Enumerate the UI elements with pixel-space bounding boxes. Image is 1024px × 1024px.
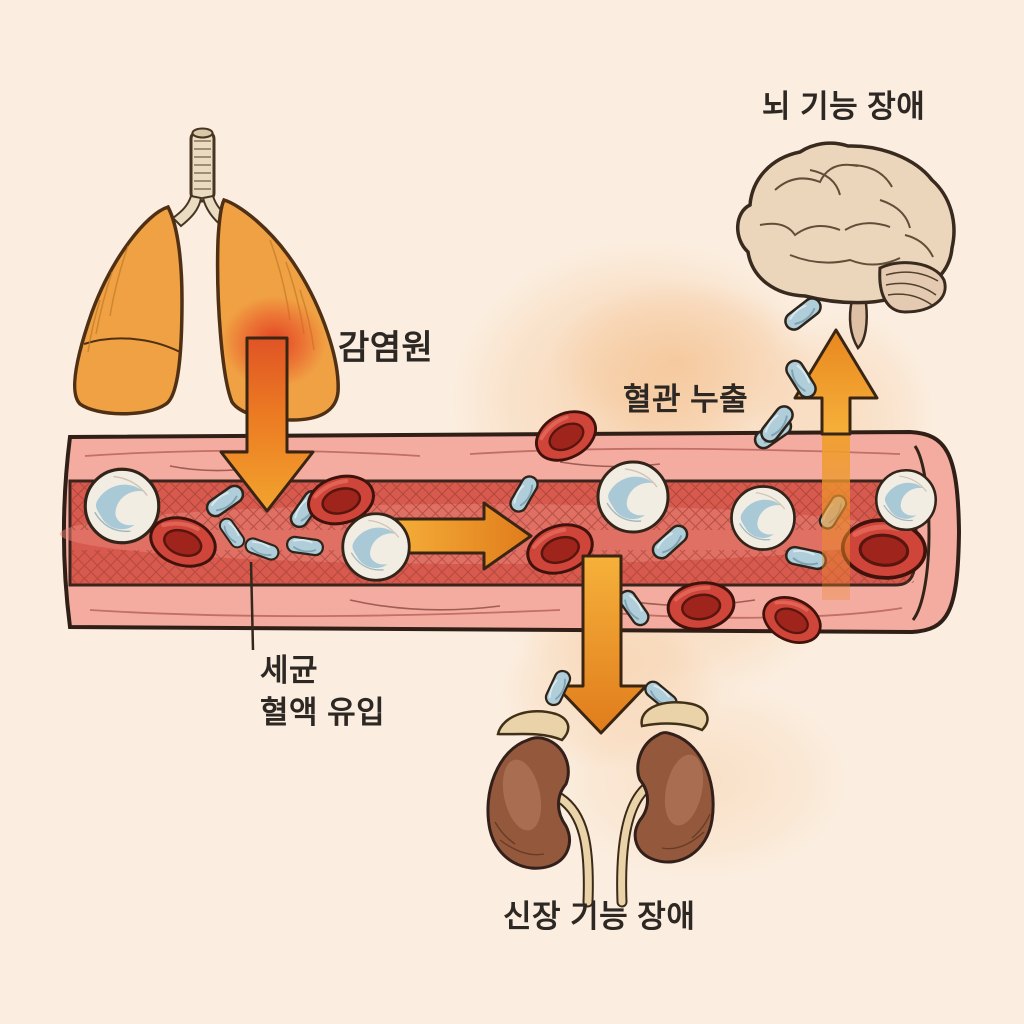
up-arrow-shaft-in-vessel (822, 434, 850, 600)
label-connector-line (249, 561, 255, 651)
bacteria-entry-line2: 혈액 유입 (260, 694, 386, 730)
left-adrenal (496, 709, 570, 742)
right-adrenal (640, 701, 709, 732)
kidneys-illustration (486, 701, 715, 908)
left-lung (72, 204, 184, 416)
kidney-dysfunction-label: 신장 기능 장애 (503, 899, 696, 934)
vascular-leak-label: 혈관 누출 (623, 382, 749, 417)
down-arrow-kidney-icon (554, 554, 648, 735)
up-arrow-icon (793, 328, 879, 436)
brain-dysfunction-label: 뇌 기능 장애 (762, 89, 926, 124)
bacteria-entry-label: 세균 혈액 유입 (260, 650, 385, 734)
bacteria-entry-line1: 세균 (260, 653, 319, 688)
brain-illustration (736, 141, 956, 351)
down-arrow-icon (219, 336, 315, 513)
infection-source-label: 감염원 (338, 329, 434, 367)
